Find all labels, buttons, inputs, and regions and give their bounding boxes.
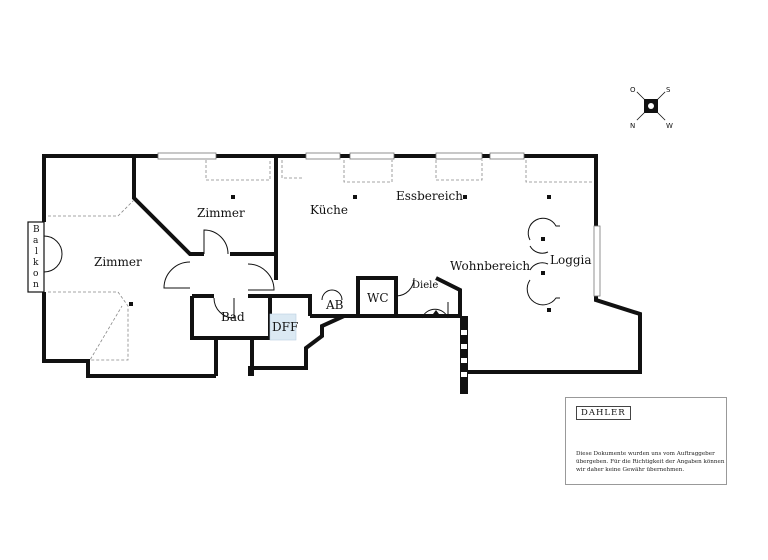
balkon-letter-1: B — [33, 225, 40, 235]
balkon-letter-4: k — [33, 258, 39, 268]
room-label-zimmer-small: Zimmer — [197, 206, 245, 220]
disclaimer-box: DAHLER Diese Dokumente wurden uns vom Au… — [565, 397, 727, 485]
compass-icon — [636, 91, 666, 121]
stair-column — [460, 316, 468, 394]
brand-logo: DAHLER — [576, 406, 631, 420]
ceiling-outlines — [48, 160, 592, 361]
room-label-kueche: Küche — [310, 203, 348, 217]
room-label-zimmer-large: Zimmer — [94, 255, 142, 269]
interior-walls — [132, 158, 462, 340]
compass-s: S — [666, 86, 671, 94]
windows — [157, 152, 601, 297]
compass-o: O — [630, 86, 636, 94]
room-label-essbereich: Essbereich — [396, 189, 463, 203]
balkon-letter-3: l — [35, 247, 38, 257]
room-label-ab: AB — [325, 298, 344, 312]
room-label-bad: Bad — [221, 310, 245, 324]
ceiling-lights — [129, 195, 551, 312]
balkon — [27, 221, 63, 293]
compass-n: N — [630, 122, 635, 130]
balkon-letter-5: o — [33, 269, 38, 279]
dff-highlight — [269, 313, 297, 341]
room-label-wohnbereich: Wohnbereich — [450, 259, 530, 273]
compass-w: W — [666, 122, 673, 130]
room-label-diele: Diele — [412, 280, 438, 291]
door-swings — [163, 217, 560, 319]
disclaimer-text: Diese Dokumente wurden uns vom Auftragge… — [576, 451, 725, 473]
balkon-letter-2: a — [33, 236, 39, 246]
room-label-dff: DFF — [272, 320, 298, 334]
balkon-letter-6: n — [33, 280, 39, 290]
room-label-loggia: Loggia — [550, 253, 592, 267]
room-label-wc: WC — [367, 291, 389, 305]
